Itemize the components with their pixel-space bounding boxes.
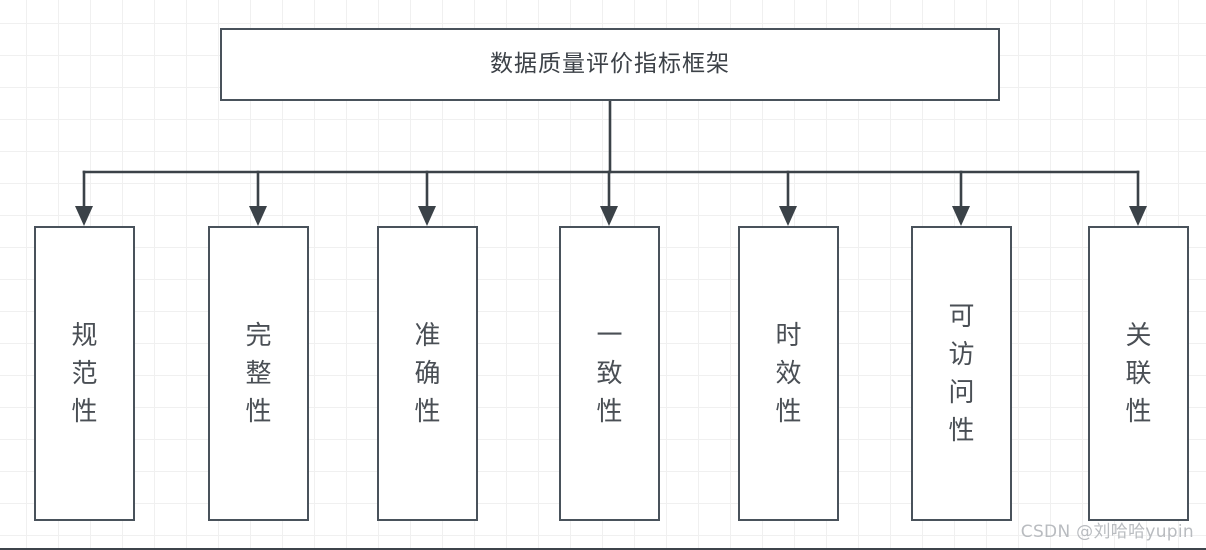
leaf-node-label: 完 整 性 bbox=[245, 320, 272, 427]
leaf-node-relevance[interactable]: 关 联 性 bbox=[1088, 226, 1189, 521]
watermark-label: CSDN @刘哈哈yupin bbox=[1020, 522, 1194, 542]
leaf-node-label: 规 范 性 bbox=[71, 320, 98, 427]
leaf-node-normativity[interactable]: 规 范 性 bbox=[34, 226, 135, 521]
leaf-node-label: 准 确 性 bbox=[414, 320, 441, 427]
leaf-node-accessibility[interactable]: 可 访 问 性 bbox=[911, 226, 1012, 521]
leaf-node-completeness[interactable]: 完 整 性 bbox=[208, 226, 309, 521]
root-node-data-quality-framework[interactable]: 数据质量评价指标框架 bbox=[220, 28, 1000, 101]
leaf-node-timeliness[interactable]: 时 效 性 bbox=[738, 226, 839, 521]
leaf-node-label: 一 致 性 bbox=[596, 320, 623, 427]
root-node-label: 数据质量评价指标框架 bbox=[490, 51, 730, 77]
leaf-node-label: 关 联 性 bbox=[1125, 320, 1152, 427]
connector-lines bbox=[82, 99, 1140, 208]
leaf-node-consistency[interactable]: 一 致 性 bbox=[559, 226, 660, 521]
leaf-node-label: 时 效 性 bbox=[775, 320, 802, 427]
leaf-node-accuracy[interactable]: 准 确 性 bbox=[377, 226, 478, 521]
leaf-node-label: 可 访 问 性 bbox=[948, 301, 975, 446]
connector-arrowheads bbox=[75, 206, 1147, 226]
